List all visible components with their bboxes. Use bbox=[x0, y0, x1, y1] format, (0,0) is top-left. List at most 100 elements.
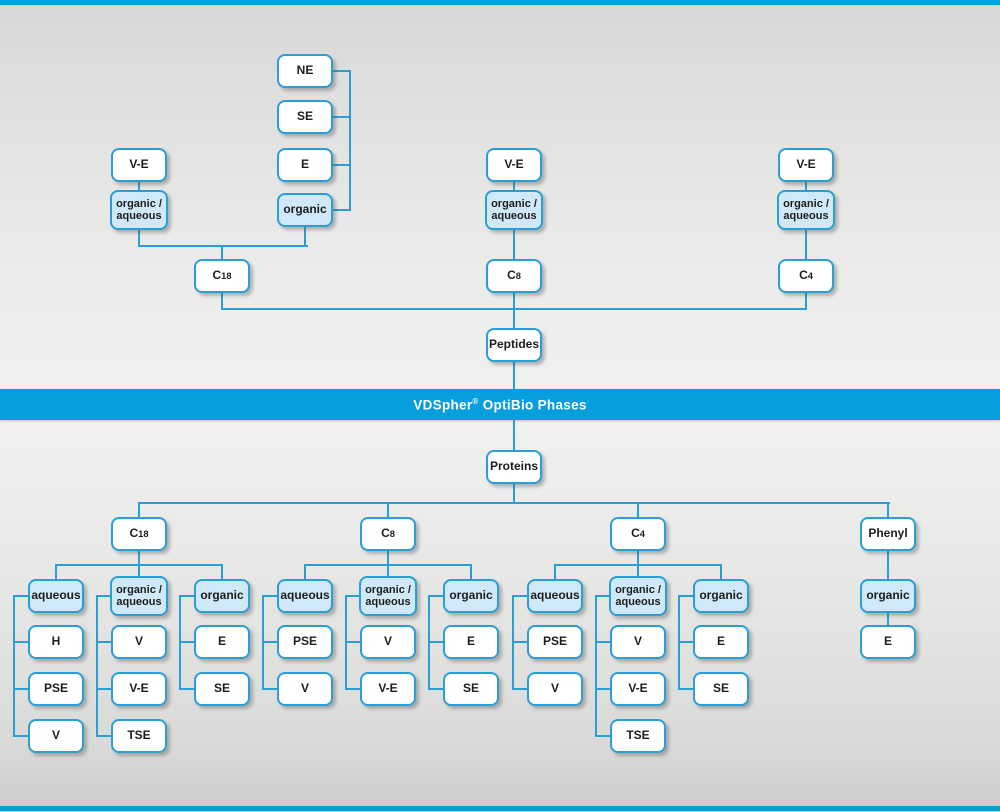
connector-line bbox=[13, 688, 29, 690]
connector-line bbox=[595, 688, 611, 690]
node-proteins: Proteins bbox=[486, 450, 542, 484]
node-label: H bbox=[51, 634, 61, 649]
connector-line bbox=[512, 641, 528, 643]
node-p-ne: NE bbox=[277, 54, 333, 88]
connector-line bbox=[512, 688, 528, 690]
connector-line bbox=[138, 551, 140, 565]
node-label: Phenyl bbox=[868, 526, 908, 541]
connector-line bbox=[262, 641, 278, 643]
node-b-c8-org-se: SE bbox=[443, 672, 499, 706]
node-p-c8-oa: organic / aqueous bbox=[485, 190, 543, 230]
connector-line bbox=[513, 362, 515, 389]
connector-line bbox=[96, 735, 112, 737]
node-p-c4-ve: V-E bbox=[778, 148, 834, 182]
node-label: SE bbox=[213, 681, 230, 696]
connector-line bbox=[637, 564, 639, 576]
node-label: organic bbox=[283, 202, 327, 217]
node-b-c8-aq-v: V bbox=[277, 672, 333, 706]
connector-line bbox=[678, 688, 694, 690]
connector-line bbox=[345, 641, 361, 643]
node-b-c4-oa-v: V bbox=[610, 625, 666, 659]
node-label: E bbox=[883, 634, 892, 649]
node-b-c4-org-se: SE bbox=[693, 672, 749, 706]
node-p-org: organic bbox=[277, 193, 333, 227]
connector-line bbox=[221, 564, 223, 579]
connector-line bbox=[720, 564, 722, 579]
node-b-c18-aq-pse: PSE bbox=[28, 672, 84, 706]
node-b-c8-aq: aqueous bbox=[277, 579, 333, 613]
connector-line bbox=[138, 502, 890, 504]
connector-line bbox=[333, 70, 350, 72]
node-p-c4: C4 bbox=[778, 259, 834, 293]
connector-line bbox=[805, 182, 807, 190]
banner-vdspher-optibio-phases: VDSpher® OptiBio Phases bbox=[0, 389, 1000, 420]
node-b-phenyl: Phenyl bbox=[860, 517, 916, 551]
connector-line bbox=[179, 595, 195, 597]
node-label: organic bbox=[866, 588, 910, 603]
connector-line bbox=[179, 641, 195, 643]
node-label: organic / aqueous bbox=[783, 197, 829, 222]
node-label: C18 bbox=[212, 268, 232, 283]
node-label: C8 bbox=[507, 268, 521, 283]
connector-line bbox=[387, 564, 389, 576]
connector-line bbox=[513, 182, 515, 190]
node-label: PSE bbox=[542, 634, 567, 649]
node-label: V bbox=[51, 728, 60, 743]
node-p-se: SE bbox=[277, 100, 333, 134]
node-b-c4-oa-tse: TSE bbox=[610, 719, 666, 753]
connector-line bbox=[805, 230, 807, 259]
node-p-c8-ve: V-E bbox=[486, 148, 542, 182]
node-b-c18-oa-ve: V-E bbox=[111, 672, 167, 706]
connector-line bbox=[304, 227, 306, 246]
node-label: organic bbox=[699, 588, 743, 603]
connector-line bbox=[513, 420, 515, 450]
node-b-c18-oa-v: V bbox=[111, 625, 167, 659]
node-label: C8 bbox=[381, 526, 395, 541]
node-b-c18: C18 bbox=[111, 517, 167, 551]
node-p-c18-oa: organic / aqueous bbox=[110, 190, 168, 230]
connector-line bbox=[333, 164, 350, 166]
node-p-c4-oa: organic / aqueous bbox=[777, 190, 835, 230]
node-b-c4-oa-ve: V-E bbox=[610, 672, 666, 706]
connector-line bbox=[345, 688, 361, 690]
node-b-c18-org-e: E bbox=[194, 625, 250, 659]
node-label: NE bbox=[296, 63, 314, 78]
connector-line bbox=[96, 595, 98, 737]
connector-line bbox=[333, 209, 350, 211]
node-b-phenyl-org-e: E bbox=[860, 625, 916, 659]
node-b-c4: C4 bbox=[610, 517, 666, 551]
node-b-c4-aq-v: V bbox=[527, 672, 583, 706]
node-b-c4-aq: aqueous bbox=[527, 579, 583, 613]
connector-line bbox=[513, 293, 515, 328]
node-label: E bbox=[300, 157, 309, 172]
node-b-c18-org-se: SE bbox=[194, 672, 250, 706]
connector-line bbox=[138, 502, 140, 517]
connector-line bbox=[96, 641, 112, 643]
node-label: TSE bbox=[626, 728, 650, 743]
node-b-phenyl-org: organic bbox=[860, 579, 916, 613]
connector-line bbox=[179, 688, 195, 690]
connector-line bbox=[595, 641, 611, 643]
node-p-e: E bbox=[277, 148, 333, 182]
connector-line bbox=[221, 293, 223, 309]
node-label: SE bbox=[462, 681, 479, 696]
connector-line bbox=[138, 230, 140, 246]
connector-line bbox=[595, 595, 611, 597]
node-b-c18-aq-h: H bbox=[28, 625, 84, 659]
node-label: organic bbox=[449, 588, 493, 603]
bottom-edge-strip bbox=[0, 806, 1000, 811]
node-b-c8-org-e: E bbox=[443, 625, 499, 659]
node-label: V-E bbox=[129, 681, 149, 696]
connector-line bbox=[637, 551, 639, 565]
connector-line bbox=[887, 502, 889, 517]
node-label: E bbox=[716, 634, 725, 649]
node-label: aqueous bbox=[31, 588, 81, 603]
node-label: aqueous bbox=[530, 588, 580, 603]
node-label: organic bbox=[200, 588, 244, 603]
connector-line bbox=[13, 735, 29, 737]
connector-line bbox=[349, 70, 351, 211]
connector-line bbox=[595, 735, 611, 737]
node-label: PSE bbox=[292, 634, 317, 649]
node-label: aqueous bbox=[280, 588, 330, 603]
